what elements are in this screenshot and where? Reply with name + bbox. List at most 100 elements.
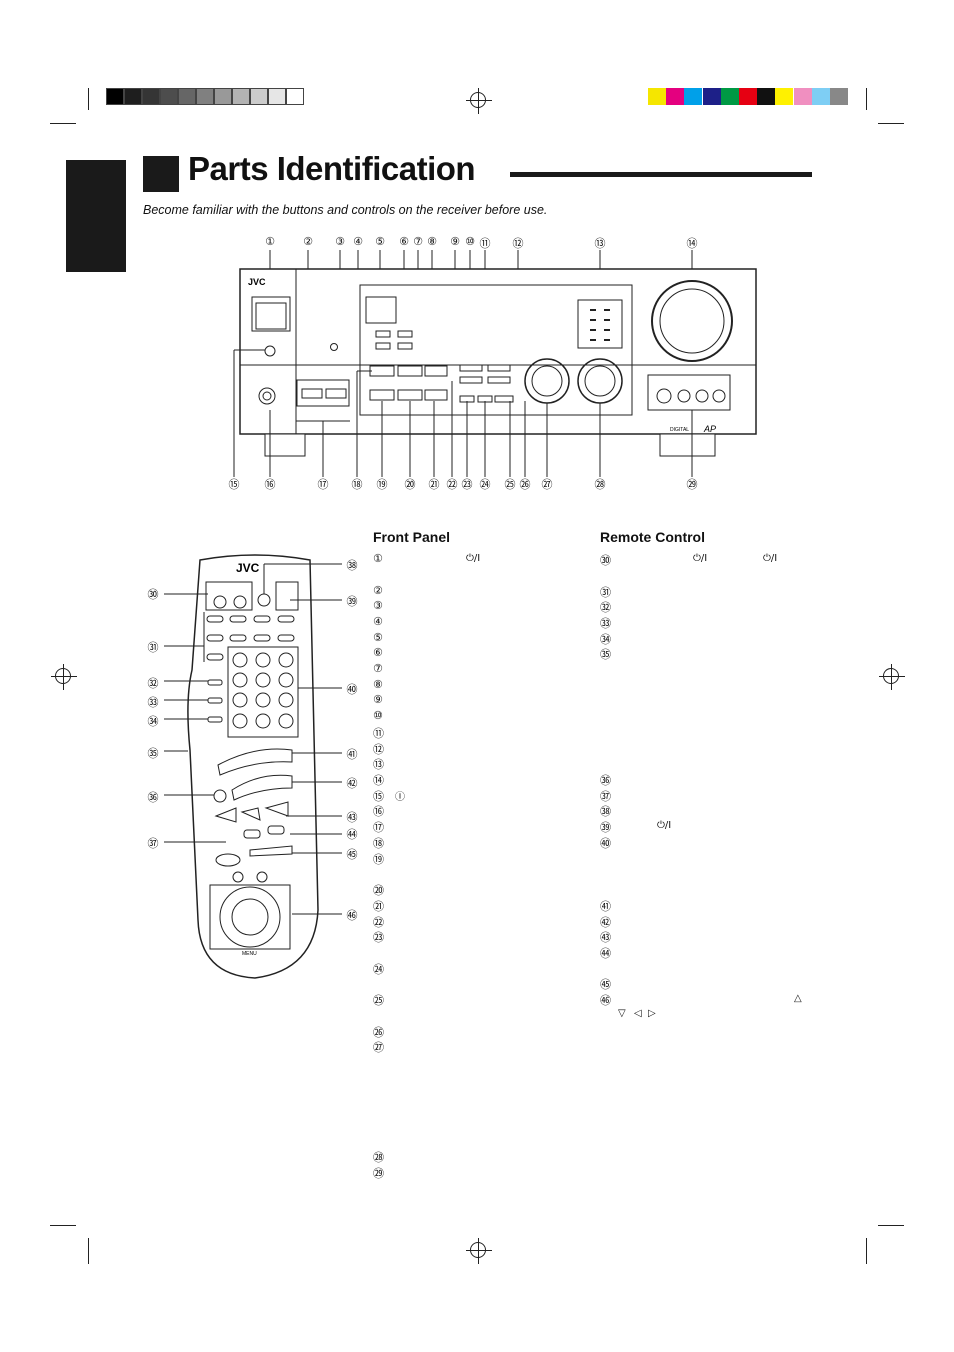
crop-mark — [88, 1238, 89, 1264]
color-swatch — [775, 88, 794, 105]
remote-callout: ㊲ — [147, 837, 159, 850]
color-swatch — [793, 88, 812, 105]
cursor-right-symbol: ▷ — [648, 1008, 656, 1019]
item15-symbol: Ⓘ — [395, 792, 405, 803]
remote-item-number: ㉚ — [600, 554, 611, 567]
front-panel-item-number: ㉔ — [373, 963, 384, 976]
gray-swatch — [286, 88, 304, 105]
receiver-callout: ㉓ — [461, 478, 473, 491]
remote-callout: ㉚ — [147, 588, 159, 601]
receiver-callout: ㉔ — [479, 478, 491, 491]
front-panel-item-number: ② — [373, 584, 383, 597]
remote-callout: ㉝ — [147, 696, 159, 709]
remote-callout: ㊱ — [147, 791, 159, 804]
front-panel-item-number: ⑦ — [373, 662, 383, 675]
front-panel-item-number: ⑭ — [373, 774, 384, 787]
ap-label: AP — [703, 424, 716, 434]
front-panel-item-number: ㉙ — [373, 1167, 384, 1180]
front-panel-item-number: ⑩ — [373, 709, 383, 722]
receiver-callout: ㉘ — [594, 478, 606, 491]
remote-item-number: ㉝ — [600, 617, 611, 630]
receiver-callout: ㉙ — [686, 478, 698, 491]
crop-mark — [866, 1238, 867, 1264]
gray-swatch — [124, 88, 142, 105]
gray-swatch — [106, 88, 124, 105]
crop-mark — [50, 1225, 76, 1226]
remote-item-number: ㊹ — [600, 947, 611, 960]
color-swatch — [811, 88, 830, 105]
receiver-callout: ⑬ — [594, 237, 606, 250]
remote-item-number: ㊵ — [600, 837, 611, 850]
remote-item-number: ㉟ — [600, 648, 611, 661]
power-symbol-c: ⏻/I — [657, 820, 672, 831]
remote-item-number: ㊱ — [600, 774, 611, 787]
receiver-callout: ⑭ — [686, 237, 698, 250]
receiver-callout: ⑱ — [351, 478, 363, 491]
page-title: Parts Identification — [188, 150, 476, 187]
remote-item-number: ㊺ — [600, 978, 611, 991]
front-panel-item-number: ⑳ — [373, 884, 384, 897]
front-panel-item-number: ㉓ — [373, 931, 384, 944]
remote-callout: ㊷ — [346, 777, 358, 790]
remote-callout: ㊻ — [346, 909, 358, 922]
gray-swatch — [250, 88, 268, 105]
front-panel-item-number: ㉕ — [373, 994, 384, 1007]
registration-mark — [51, 664, 77, 690]
remote-item-number: ㊶ — [600, 900, 611, 913]
title-rule — [510, 172, 812, 177]
remote-callout: ㊳ — [346, 559, 358, 572]
front-panel-item-number: ㉖ — [373, 1026, 384, 1039]
gray-swatch — [178, 88, 196, 105]
receiver-callout: ⑰ — [317, 478, 329, 491]
front-panel-item-number: ⑨ — [373, 693, 383, 706]
remote-callout: ㉛ — [147, 641, 159, 654]
gray-swatch — [214, 88, 232, 105]
receiver-callout: ⑮ — [228, 478, 240, 491]
gray-swatch — [160, 88, 178, 105]
receiver-callout: ⑤ — [375, 235, 385, 248]
front-panel-item-number: ⑮ — [373, 790, 384, 803]
front-panel-item-number: ⑱ — [373, 837, 384, 850]
receiver-callout: ㉖ — [519, 478, 531, 491]
remote-menu-label: MENU — [242, 951, 257, 957]
receiver-callout: ⑦ — [413, 235, 423, 248]
receiver-callout: ⑩ — [465, 235, 475, 248]
cursor-left-symbol: ◁ — [634, 1008, 642, 1019]
receiver-callout: ⑥ — [399, 235, 409, 248]
remote-item-number: ㉜ — [600, 601, 611, 614]
crop-mark — [878, 123, 904, 124]
gray-swatch — [142, 88, 160, 105]
receiver-callout: ① — [265, 235, 275, 248]
remote-item-number: ㊳ — [600, 805, 611, 818]
front-panel-item-number: ③ — [373, 599, 383, 612]
front-panel-item-number: ⑰ — [373, 821, 384, 834]
receiver-callout: ② — [303, 235, 313, 248]
remote-item-number: ㊻ — [600, 994, 611, 1007]
receiver-callout: ㉕ — [504, 478, 516, 491]
front-panel-item-number: ㉘ — [373, 1151, 384, 1164]
remote-callout: ㊸ — [346, 811, 358, 824]
receiver-callout: ⑪ — [479, 237, 491, 250]
color-swatch — [830, 88, 848, 105]
remote-item-number: ㊲ — [600, 790, 611, 803]
remote-callout: ㊴ — [346, 595, 358, 608]
remote-callout: ㉟ — [147, 747, 159, 760]
color-swatch — [684, 88, 703, 105]
cursor-down-symbol: ▽ — [618, 1008, 626, 1019]
registration-mark — [466, 88, 492, 114]
title-marker — [143, 156, 179, 192]
front-panel-item-number: ㉑ — [373, 900, 384, 913]
remote-item-number: ㊸ — [600, 931, 611, 944]
receiver-callout: ⑯ — [264, 478, 276, 491]
receiver-callout: ④ — [353, 235, 363, 248]
remote-callout: ㉜ — [147, 677, 159, 690]
receiver-callout: ㉑ — [428, 478, 440, 491]
crop-mark — [88, 88, 89, 110]
language-tab — [66, 160, 126, 272]
gray-swatch — [196, 88, 214, 105]
front-panel-item-number: ㉒ — [373, 916, 384, 929]
front-panel-item-number: ⑬ — [373, 758, 384, 771]
cursor-up-symbol: △ — [794, 993, 802, 1004]
crop-mark — [878, 1225, 904, 1226]
crop-mark — [866, 88, 867, 110]
